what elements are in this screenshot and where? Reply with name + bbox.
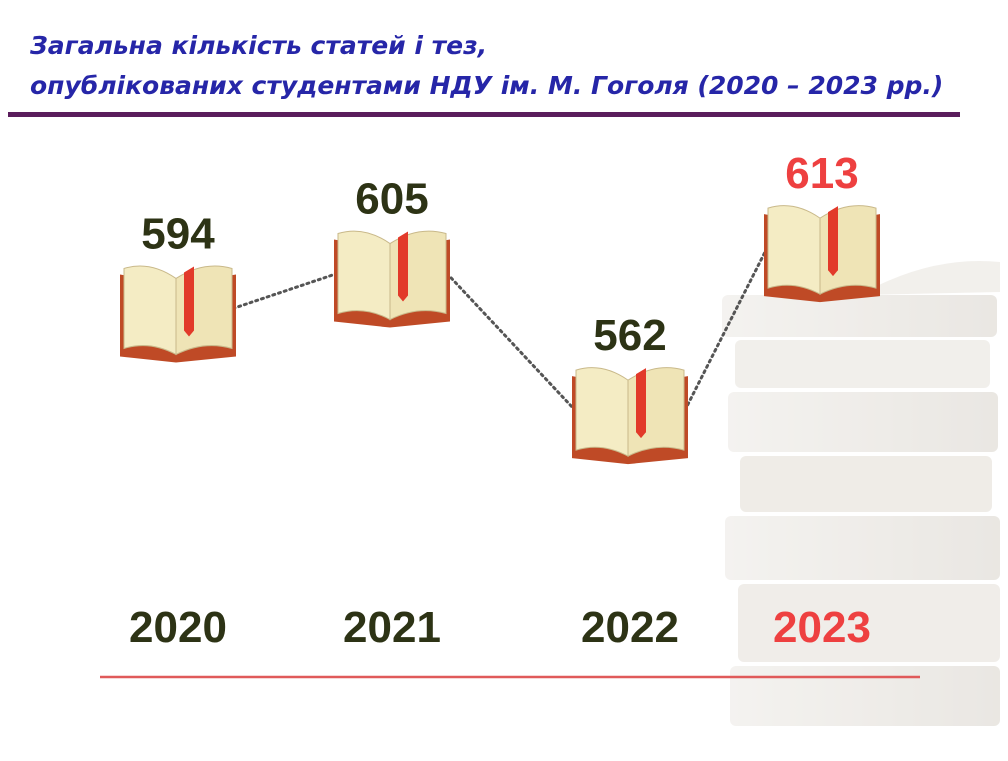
chart-title-line-1: Загальна кількість статей і тез, bbox=[30, 31, 488, 60]
book-icon bbox=[120, 265, 236, 363]
chart-title-line-2: опублікованих студентами НДУ ім. М. Гого… bbox=[30, 71, 944, 100]
value-label: 562 bbox=[593, 311, 666, 360]
category-label: 2022 bbox=[581, 603, 679, 652]
value-label: 605 bbox=[355, 175, 428, 224]
title-underline bbox=[8, 112, 960, 117]
connector-line-2 bbox=[683, 246, 769, 412]
book-stack-decoration bbox=[722, 260, 1000, 726]
connector-line-1 bbox=[445, 272, 577, 412]
chart-title: Загальна кількість статей і тез, опублік… bbox=[30, 26, 970, 106]
value-label: 594 bbox=[141, 209, 215, 258]
category-label: 2023 bbox=[773, 603, 871, 652]
category-label: 2021 bbox=[343, 603, 441, 652]
book-icon bbox=[764, 205, 880, 303]
book-icon bbox=[572, 367, 688, 465]
connector-line-0 bbox=[231, 272, 339, 310]
category-label: 2020 bbox=[129, 603, 227, 652]
book-icon bbox=[334, 230, 450, 328]
value-label: 613 bbox=[785, 149, 858, 198]
